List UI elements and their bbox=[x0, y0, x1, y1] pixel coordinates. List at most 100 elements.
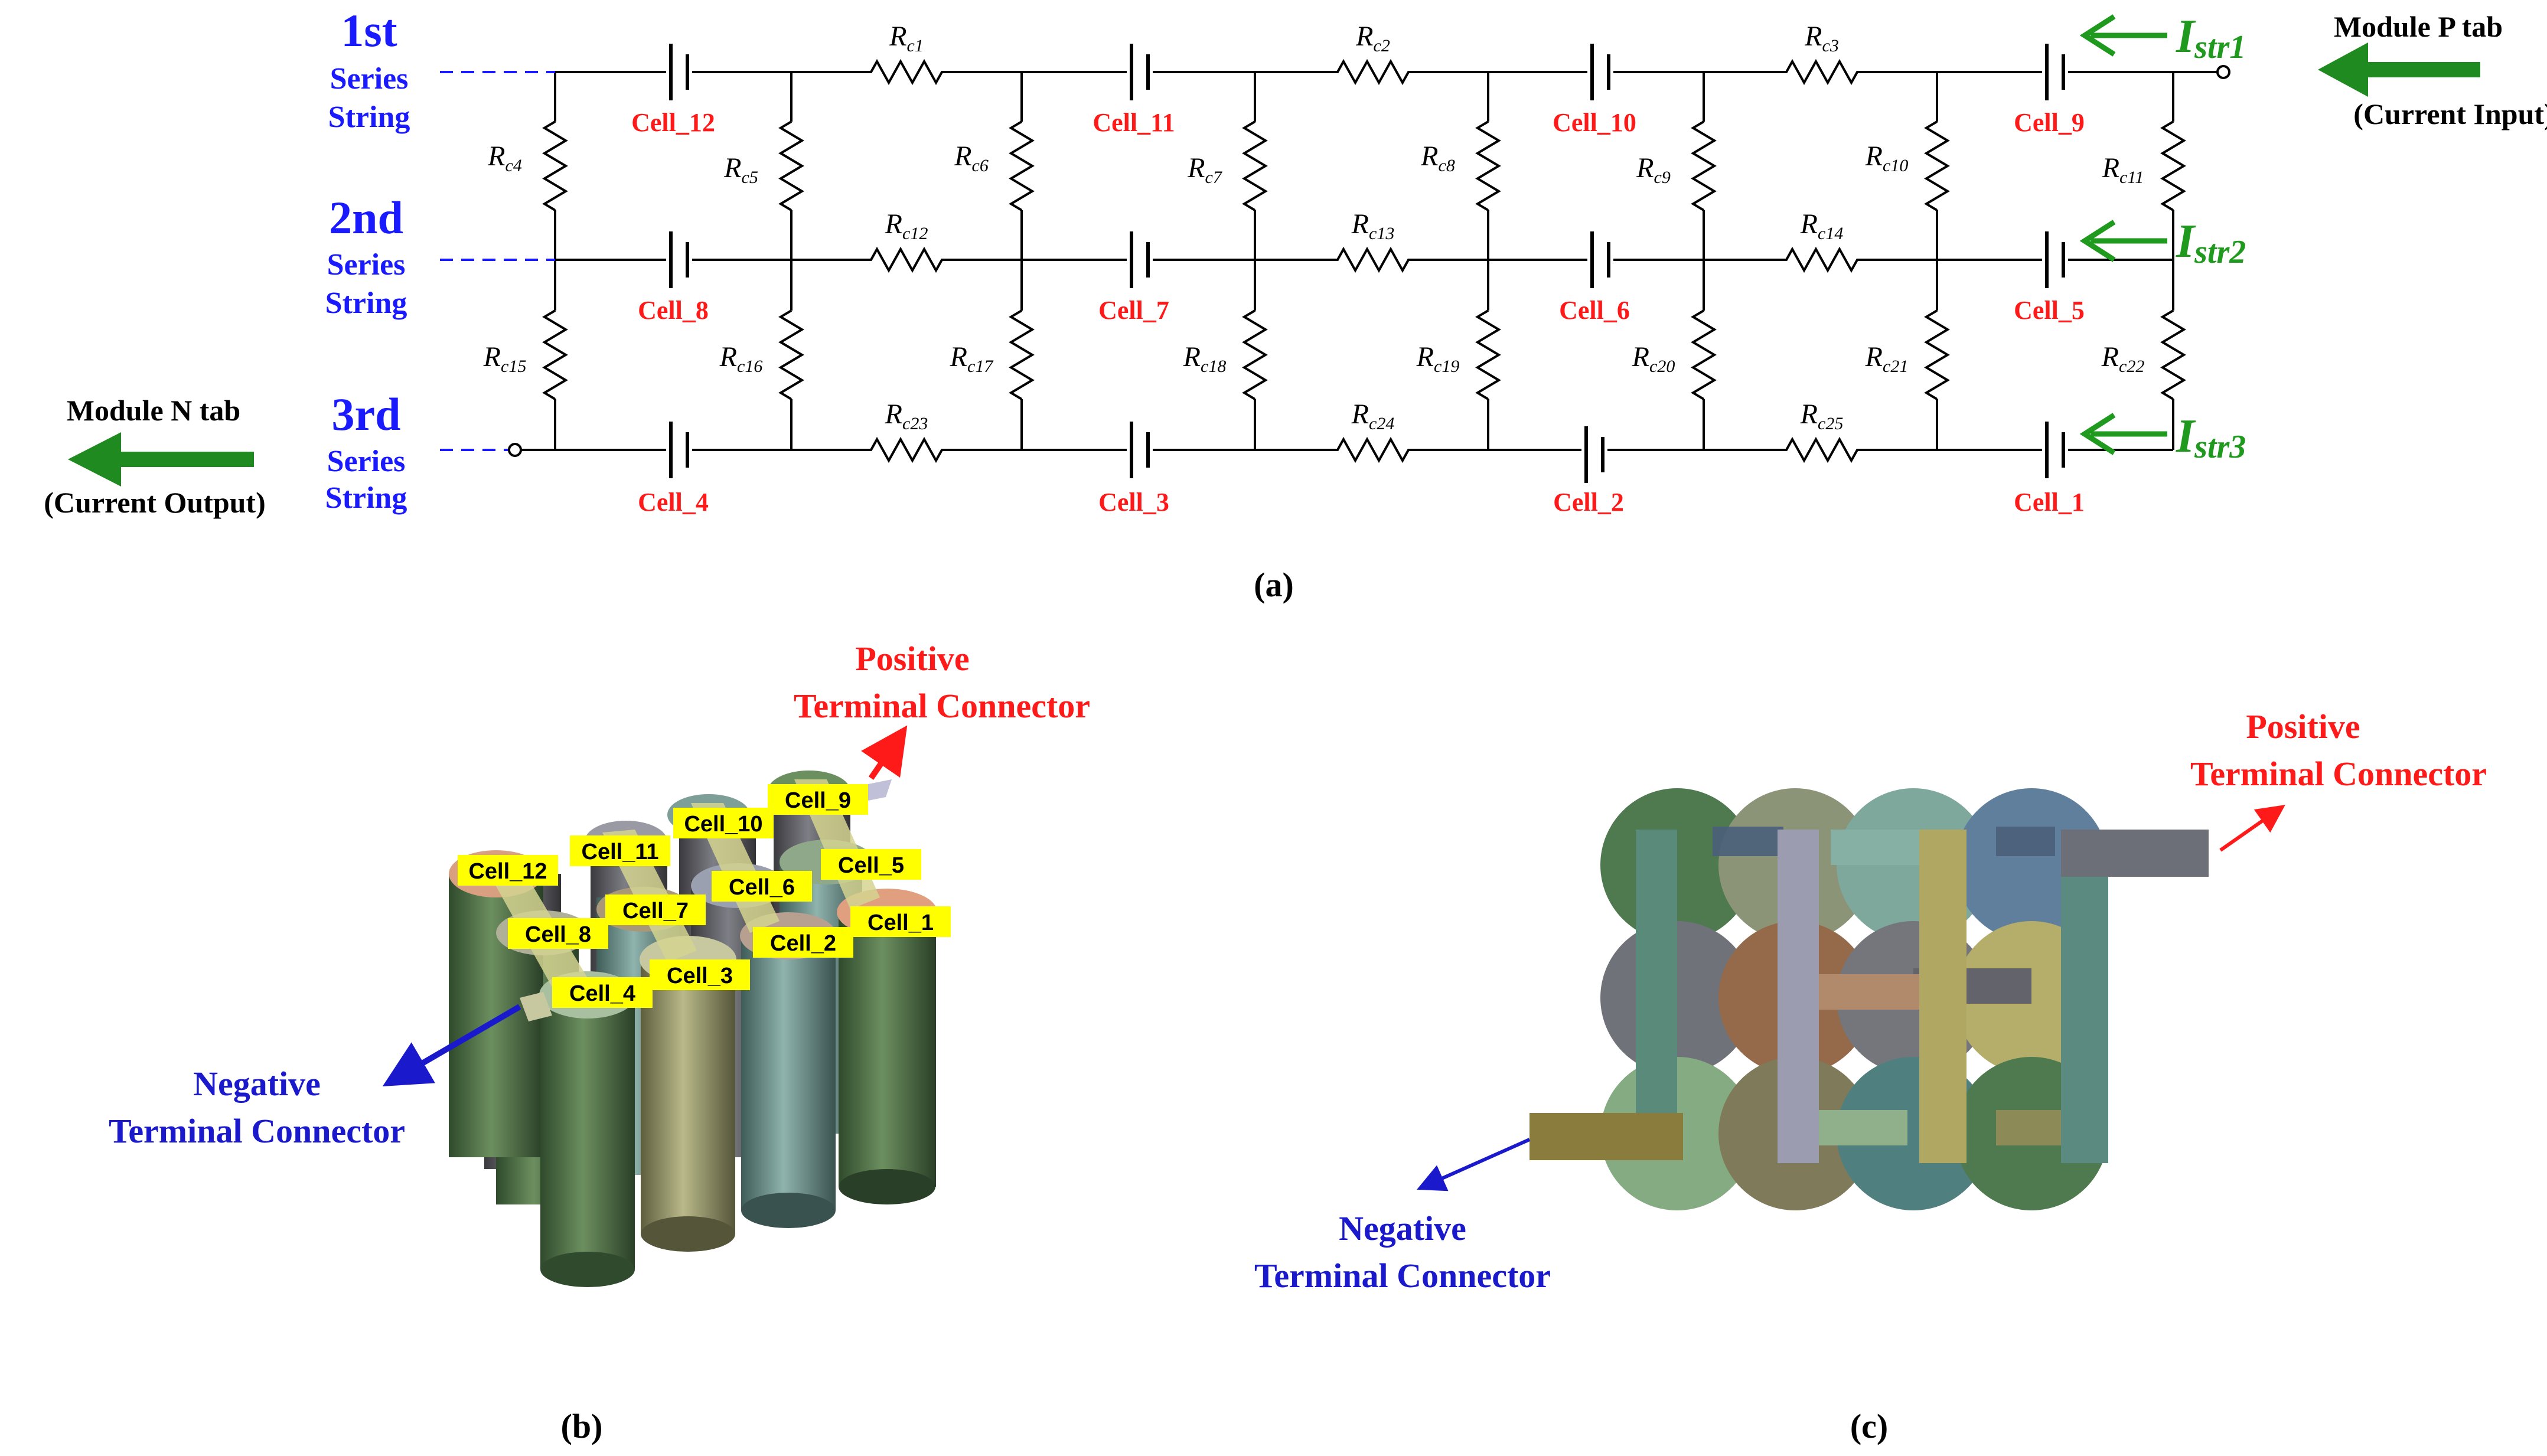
resistor-c7 bbox=[1242, 120, 1268, 211]
cell-tag-cell-12: Cell_12 bbox=[468, 859, 547, 884]
cell-tag-bg-cell-12 bbox=[458, 855, 558, 886]
svg-text:Istr3: Istr3 bbox=[2176, 410, 2246, 465]
cell-stack-3d: Cell_12Cell_11Cell_10Cell_9Cell_8Cell_7C… bbox=[109, 639, 1090, 1445]
cell-label-cell-2: Cell_2 bbox=[1553, 488, 1624, 517]
cell-tag-cell-11: Cell_11 bbox=[582, 840, 659, 864]
resistor-label-c7: Rc7 bbox=[1187, 152, 1223, 187]
resistor-c1 bbox=[865, 58, 948, 86]
negative-tab-3d bbox=[520, 992, 552, 1021]
resistor-label-c5: Rc5 bbox=[723, 152, 758, 187]
cell-tag-cell-5: Cell_5 bbox=[838, 853, 904, 878]
resistor-label-c9: Rc9 bbox=[1636, 152, 1671, 187]
positive-connector-top-view bbox=[2061, 830, 2209, 877]
resistor-label-c24: Rc24 bbox=[1351, 399, 1395, 433]
n-tab-arrow-head bbox=[68, 432, 121, 487]
resistor-c19 bbox=[1475, 309, 1501, 400]
cell-tag-cell-10: Cell_10 bbox=[684, 812, 762, 837]
svg-text:String: String bbox=[325, 286, 407, 320]
current-istr3: Istr3 bbox=[2079, 410, 2246, 465]
module-p-tab-label: Module P tab (Current Input) bbox=[2318, 10, 2547, 130]
svg-text:Module N tab: Module N tab bbox=[67, 394, 240, 427]
cell-tag-cell-8: Cell_8 bbox=[525, 922, 591, 947]
cell-label-cell-10: Cell_10 bbox=[1553, 108, 1636, 137]
cell-tag-bg-cell-5 bbox=[821, 849, 921, 880]
negative-connector-top-view bbox=[1529, 1113, 1683, 1160]
cell-tag-bg-cell-6 bbox=[712, 871, 812, 902]
cell-tags: Cell_12Cell_11Cell_10Cell_9Cell_8Cell_7C… bbox=[458, 784, 951, 1008]
resistor-label-c20: Rc20 bbox=[1632, 341, 1675, 376]
resistor-c21 bbox=[1924, 309, 1950, 400]
svg-text:3rd: 3rd bbox=[332, 389, 401, 440]
resistor-label-c25: Rc25 bbox=[1800, 399, 1844, 433]
resistor-c11 bbox=[2160, 120, 2186, 211]
cell-tag-cell-6: Cell_6 bbox=[729, 875, 795, 900]
resistor-label-c3: Rc3 bbox=[1804, 21, 1839, 56]
positive-label-b: Positive Terminal Connector bbox=[794, 639, 1090, 725]
svg-text:Terminal Connector: Terminal Connector bbox=[2190, 755, 2487, 793]
negative-arrow-c bbox=[1417, 1138, 1531, 1191]
resistor-c22 bbox=[2160, 309, 2186, 400]
cell-label-cell-12: Cell_12 bbox=[631, 108, 715, 137]
svg-text:String: String bbox=[328, 100, 410, 134]
cell-tag-cell-2: Cell_2 bbox=[770, 931, 836, 956]
cell-tag-cell-7: Cell_7 bbox=[622, 899, 689, 923]
resistor-label-c2: Rc2 bbox=[1355, 21, 1390, 56]
positive-label-c: Positive Terminal Connector bbox=[2190, 707, 2487, 793]
caption-b: (b) bbox=[561, 1407, 603, 1445]
cell-label-cell-7: Cell_7 bbox=[1098, 296, 1169, 325]
resistor-c9 bbox=[1691, 120, 1717, 211]
svg-text:Positive: Positive bbox=[2246, 707, 2360, 746]
resistor-c16 bbox=[778, 309, 804, 400]
cell-tag-bg-cell-8 bbox=[508, 918, 608, 949]
resistor-c25 bbox=[1780, 436, 1863, 463]
cell-tag-bg-cell-11 bbox=[570, 835, 670, 866]
cell-tag-bg-cell-2 bbox=[753, 927, 853, 958]
svg-text:Terminal Connector: Terminal Connector bbox=[109, 1112, 405, 1150]
module-p-terminal bbox=[2216, 65, 2230, 79]
svg-text:Terminal Connector: Terminal Connector bbox=[794, 687, 1090, 725]
negative-arrow-b bbox=[382, 1004, 521, 1087]
resistor-c8 bbox=[1475, 120, 1501, 211]
resistor-c17 bbox=[1009, 309, 1035, 400]
module-n-tab-label: Module N tab (Current Output) bbox=[44, 394, 265, 519]
cell-label-cell-6: Cell_6 bbox=[1559, 296, 1630, 325]
cell-tag-bg-cell-10 bbox=[673, 808, 774, 838]
current-istr2: Istr2 bbox=[2079, 216, 2246, 270]
cell-tag-cell-1: Cell_1 bbox=[868, 910, 934, 935]
resistor-label-c19: Rc19 bbox=[1416, 341, 1460, 376]
resistor-c12 bbox=[865, 246, 948, 273]
resistor-label-c6: Rc6 bbox=[954, 141, 989, 175]
cell-tag-bg-cell-1 bbox=[850, 906, 951, 937]
resistor-c2 bbox=[1332, 58, 1414, 86]
resistor-label-c15: Rc15 bbox=[483, 341, 527, 376]
cell-tag-cell-3: Cell_3 bbox=[667, 964, 733, 988]
resistor-label-c22: Rc22 bbox=[2101, 341, 2145, 376]
resistor-c10 bbox=[1924, 120, 1950, 211]
bus-bars-top-view bbox=[1529, 827, 2209, 1163]
cell-label-cell-3: Cell_3 bbox=[1098, 488, 1169, 517]
resistor-c3 bbox=[1780, 58, 1863, 86]
resistor-label-c4: Rc4 bbox=[487, 141, 522, 175]
svg-text:Series: Series bbox=[327, 445, 406, 478]
cell-tag-cell-9: Cell_9 bbox=[785, 788, 851, 813]
svg-text:Negative: Negative bbox=[193, 1065, 321, 1103]
svg-text:(Current Input): (Current Input) bbox=[2353, 97, 2547, 130]
resistor-c24 bbox=[1332, 436, 1414, 463]
resistor-label-c13: Rc13 bbox=[1351, 208, 1395, 243]
cell-label-cell-11: Cell_11 bbox=[1092, 108, 1175, 137]
resistor-c18 bbox=[1242, 309, 1268, 400]
svg-text:Module P tab: Module P tab bbox=[2334, 10, 2503, 43]
svg-text:Istr1: Istr1 bbox=[2176, 11, 2246, 66]
resistor-c6 bbox=[1009, 120, 1035, 211]
cell-label-cell-5: Cell_5 bbox=[2014, 296, 2085, 325]
current-istr1: Istr1 bbox=[2079, 11, 2246, 66]
resistor-label-c11: Rc11 bbox=[2102, 152, 2144, 187]
svg-text:Series: Series bbox=[330, 62, 409, 96]
resistor-label-c21: Rc21 bbox=[1865, 341, 1909, 376]
positive-arrow-b bbox=[861, 725, 908, 780]
resistor-label-c18: Rc18 bbox=[1183, 341, 1227, 376]
svg-text:(Current Output): (Current Output) bbox=[44, 486, 265, 519]
resistor-label-c8: Rc8 bbox=[1420, 141, 1455, 175]
